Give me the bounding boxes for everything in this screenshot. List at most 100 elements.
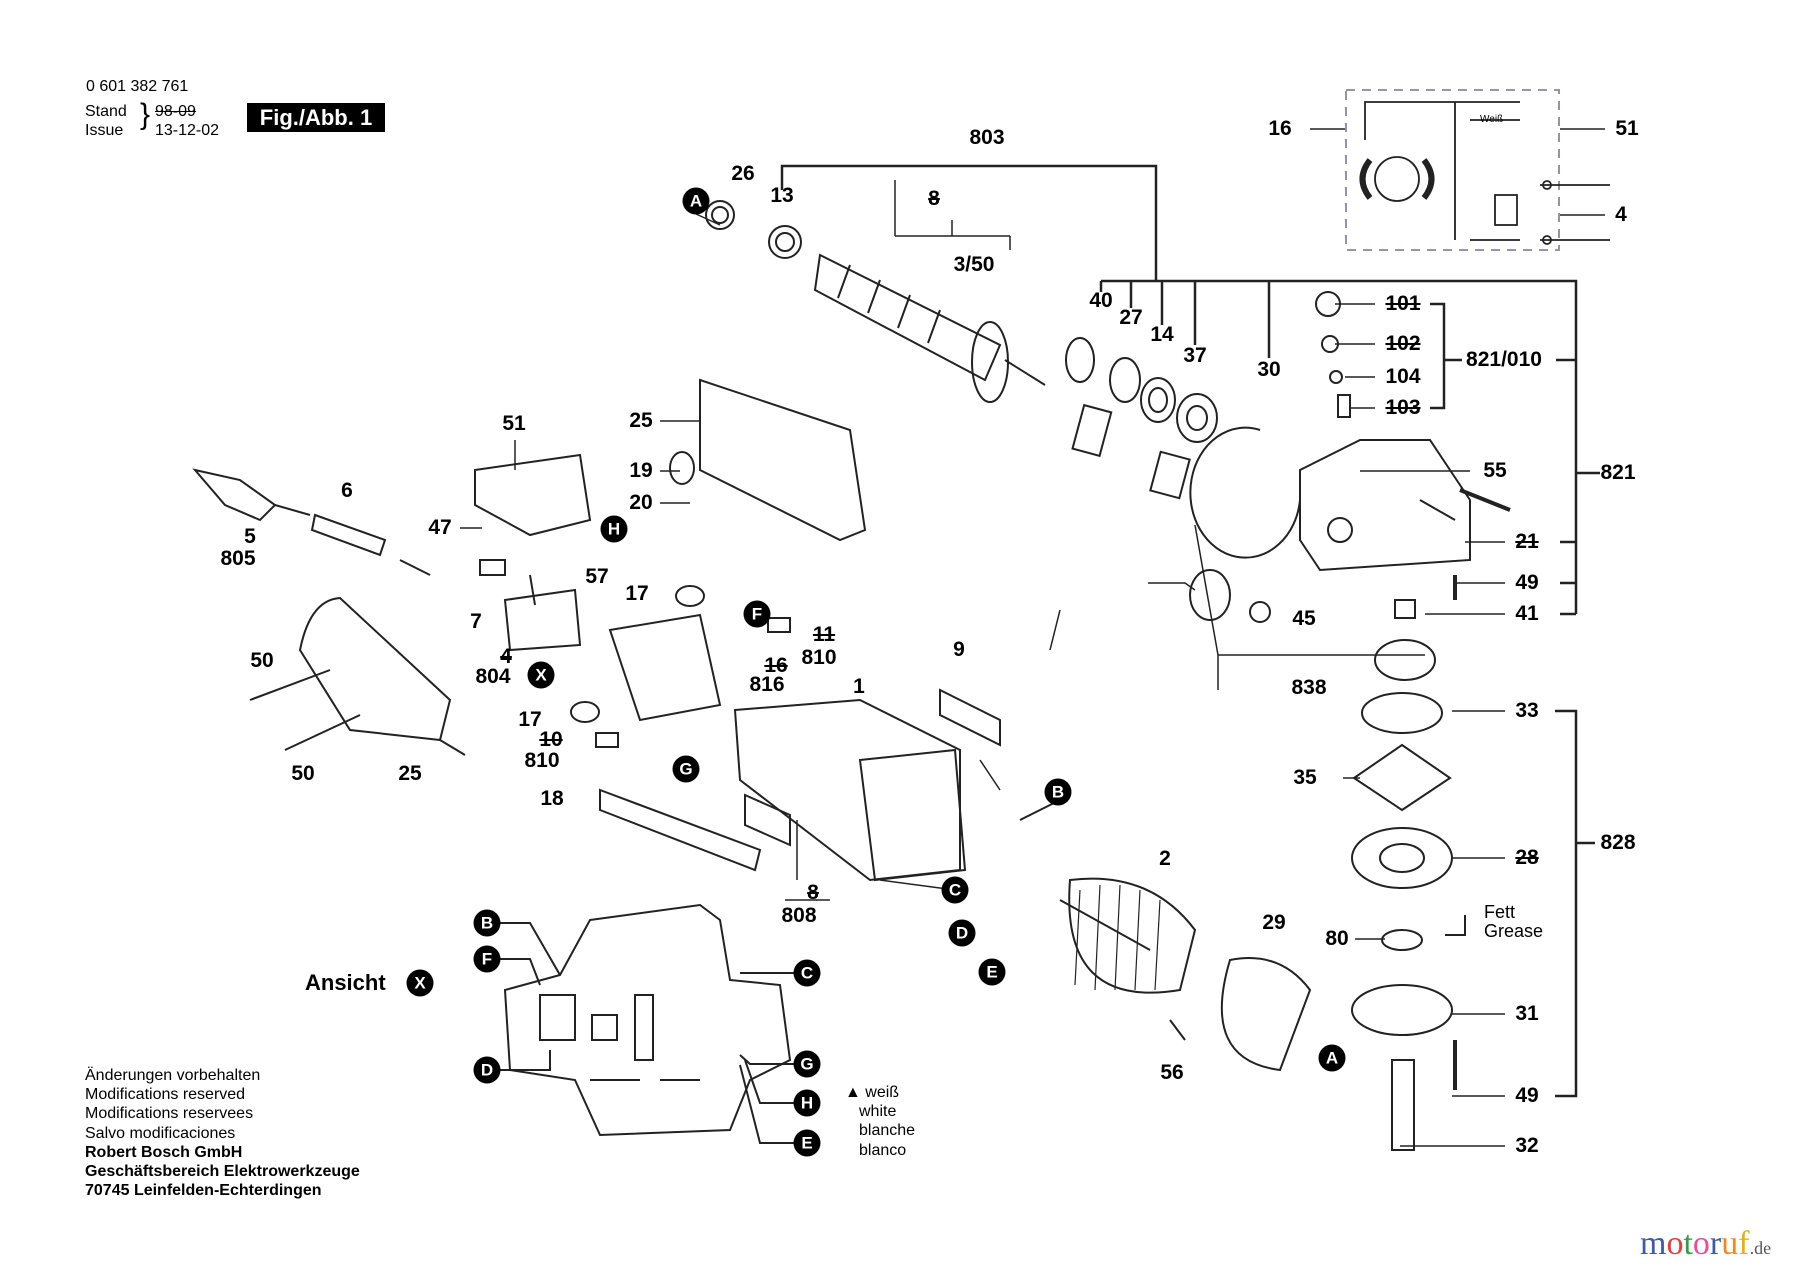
marker-a: A (1318, 1044, 1346, 1072)
bearings (1065, 337, 1301, 559)
callout-5: 5 (244, 525, 256, 548)
armature (705, 200, 1046, 403)
footer-line: Salvo modificaciones (85, 1124, 236, 1142)
callout-805: 805 (220, 547, 256, 570)
callout-14: 14 (1150, 323, 1174, 346)
callout-25: 25 (398, 762, 422, 785)
switch-assembly (474, 378, 867, 872)
marker-x: X (406, 969, 434, 997)
callout-104: 104 (1385, 365, 1421, 388)
marker-g: G (793, 1050, 821, 1078)
footer-line: Änderungen vorbehalten (85, 1067, 261, 1084)
callout-8: 8 (807, 881, 819, 904)
callout-103: 103 (1385, 396, 1421, 419)
marker-e: E (978, 958, 1006, 986)
footer-line: Modifications reserved (85, 1086, 246, 1104)
marker-d: D (473, 1056, 501, 1084)
callout-30: 30 (1257, 358, 1281, 381)
callout-17: 17 (625, 582, 649, 605)
callout-17: 17 (518, 708, 542, 731)
motor-housing (733, 688, 1312, 1072)
callout-810: 810 (524, 749, 560, 772)
bracket-821-010 (1430, 302, 1462, 410)
callout-51: 51 (1615, 117, 1639, 140)
stand-date-old: 98-09 (155, 103, 196, 120)
callout-57: 57 (585, 565, 609, 588)
marker-f: F (473, 945, 501, 973)
marker-f: F (743, 600, 771, 628)
marker-g: G (672, 755, 700, 783)
watermark-letter: r (1709, 1225, 1722, 1262)
footer-line: Modifications reservees (85, 1105, 254, 1123)
callout-45: 45 (1292, 607, 1316, 630)
grease-label-en: Grease (1484, 921, 1544, 941)
callout-19: 19 (629, 459, 653, 482)
callout-803: 803 (969, 126, 1005, 149)
marker-b: B (473, 909, 501, 937)
wire-color-label: Weiß (1480, 114, 1504, 125)
callout-21: 21 (1515, 530, 1539, 553)
white-note-line: blanche (859, 1122, 916, 1140)
callout-80: 80 (1325, 927, 1349, 950)
marker-c: C (793, 959, 821, 987)
callout-3-50: 3/50 (953, 253, 995, 276)
marker-d: D (948, 919, 976, 947)
callout-16: 16 (1268, 117, 1292, 140)
callout-51: 51 (502, 412, 526, 435)
bracket-803 (780, 164, 1600, 616)
callout-26: 26 (731, 162, 755, 185)
callout-50: 50 (250, 649, 274, 672)
flange-parts (1351, 692, 1466, 1151)
callout-810: 810 (801, 646, 837, 669)
callout-2: 2 (1159, 847, 1171, 870)
callout-6: 6 (341, 479, 353, 502)
part-number: 0 601 382 761 (86, 78, 189, 95)
issue-date: 13-12-02 (155, 122, 220, 139)
view-x-outline (487, 903, 807, 1144)
footer-address: 70745 Leinfelden-Echterdingen (85, 1182, 322, 1200)
gear-head-housing (1189, 291, 1511, 681)
watermark-text: motoruf (1640, 1225, 1750, 1263)
wiring-schematic (1345, 89, 1610, 251)
marker-b: B (1044, 778, 1072, 806)
callout-7: 7 (470, 610, 482, 633)
callout-4: 4 (1615, 203, 1627, 226)
white-note-line: blanco (859, 1141, 907, 1159)
footer-company: Robert Bosch GmbH (85, 1143, 243, 1161)
callout-828: 828 (1600, 831, 1636, 854)
marker-a: A (682, 187, 710, 215)
figure-label: Fig./Abb. 1 (247, 103, 385, 132)
callout-49: 49 (1515, 571, 1539, 594)
stand-label: Stand (85, 103, 127, 120)
footer-division: Geschäftsbereich Elektrowerkzeuge (85, 1163, 360, 1181)
issue-label: Issue (85, 122, 124, 139)
callout-25: 25 (629, 409, 653, 432)
leader-lines (460, 128, 1605, 1147)
callout-29: 29 (1262, 911, 1286, 934)
view-label: Ansicht (305, 970, 386, 995)
callout-1: 1 (853, 675, 865, 698)
callout-9: 9 (953, 638, 965, 661)
callout-32: 32 (1515, 1134, 1539, 1157)
callout-102: 102 (1385, 332, 1421, 355)
callout-20: 20 (629, 491, 653, 514)
grease-label-de: Fett (1484, 902, 1516, 922)
callout-808: 808 (781, 904, 817, 927)
callout-8: 8 (928, 187, 940, 210)
callout-33: 33 (1515, 699, 1539, 722)
callout-50: 50 (291, 762, 315, 785)
watermark-letter: f (1738, 1225, 1750, 1262)
callout-35: 35 (1293, 766, 1317, 789)
callout-16: 16 (764, 654, 788, 677)
watermark-letter: o (1666, 1225, 1684, 1262)
callout-4: 4 (500, 645, 512, 668)
callout-838: 838 (1291, 676, 1327, 699)
callout-11: 11 (812, 623, 836, 646)
callout-101: 101 (1385, 292, 1421, 315)
callout-41: 41 (1515, 602, 1539, 625)
callout-40: 40 (1089, 289, 1113, 312)
footer-notes: Änderungen vorbehalten Modifications res… (85, 1066, 360, 1200)
white-note: ▲ weiß white blanche blanco (845, 1083, 915, 1160)
